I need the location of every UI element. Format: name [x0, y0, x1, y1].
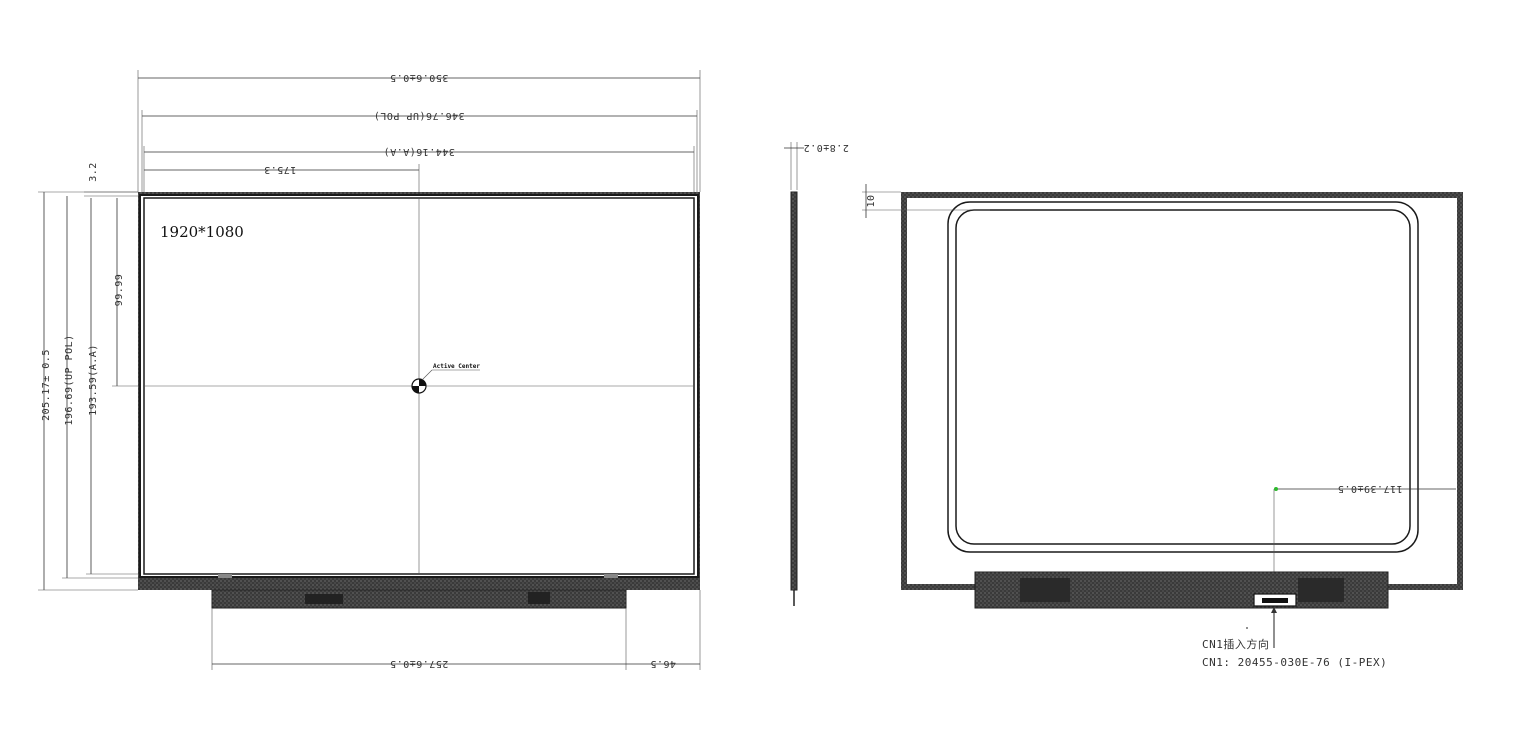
dim-center-y-label: 99.99 [114, 274, 125, 307]
dim-aa-height: 193.59(A.A) [86, 198, 144, 575]
dim-edge-offset: 10 [862, 184, 990, 218]
dim-center-x-label: 175.3 [264, 164, 297, 175]
cn1-part-label: CN1: 20455-030E-76 (I-PEX) [1202, 656, 1387, 669]
cn1-direction-label: CN1插入方向 [1202, 637, 1269, 651]
dim-pol-height: 196.69(UP POL) [62, 196, 142, 579]
dim-outline-height: 205.17± 0.5 [38, 191, 138, 591]
pcb-board [211, 589, 627, 609]
dim-pol-width-label: 346.76(UP POL) [373, 110, 464, 121]
front-view: 350.6±0.5 346.76(UP POL) 344.16(A.A) 175… [38, 70, 701, 670]
back-cover-inner [955, 209, 1411, 545]
dim-edge-offset-label: 10 [866, 194, 877, 207]
side-panel [790, 191, 798, 591]
tab-left [218, 574, 232, 578]
active-center-label: Active Center [433, 363, 480, 370]
dim-outline-width-label: 350.6±0.5 [390, 72, 449, 83]
back-pcb-chip-right [1298, 578, 1344, 602]
resolution-label: 1920*1080 [160, 223, 244, 241]
dim-top-offset: 3.2 [84, 162, 142, 197]
dim-pol-width: 346.76(UP POL) [141, 110, 698, 196]
dim-pcb-width: 257.6±0.5 [211, 590, 701, 670]
connector-marker [1274, 487, 1278, 491]
dim-pcb-width-label: 257.6±0.5 [390, 658, 449, 669]
cn1-connector-slot [1262, 598, 1288, 603]
dim-pcb-offset: 46.5 [626, 658, 700, 669]
pcb-chip [528, 592, 550, 604]
side-view: 2.8±0.2 [784, 142, 849, 606]
dim-aa-width: 344.16(A.A) [143, 146, 695, 198]
dim-pcb-offset-label: 46.5 [650, 658, 676, 669]
dim-pol-height-label: 196.69(UP POL) [64, 334, 75, 425]
dim-top-offset-label: 3.2 [88, 162, 99, 182]
dim-aa-width-label: 344.16(A.A) [383, 146, 455, 157]
back-pcb-chip-left [1020, 578, 1070, 602]
pcb-connector [305, 594, 343, 604]
tab-right [604, 574, 618, 578]
dim-aa-height-label: 193.59(A.A) [88, 344, 99, 416]
dim-thickness-label: 2.8±0.2 [803, 142, 849, 153]
dim-connector-position-label: 117.39±0.5 [1337, 483, 1402, 494]
active-center-marker: Active Center [411, 363, 480, 394]
dim-outline-width: 350.6±0.5 [137, 70, 701, 192]
dim-outline-height-label: 205.17± 0.5 [41, 349, 52, 421]
back-view: 10 117.39±0.5 CN1插入方向 CN1: 20455-030E-76… [862, 184, 1463, 669]
